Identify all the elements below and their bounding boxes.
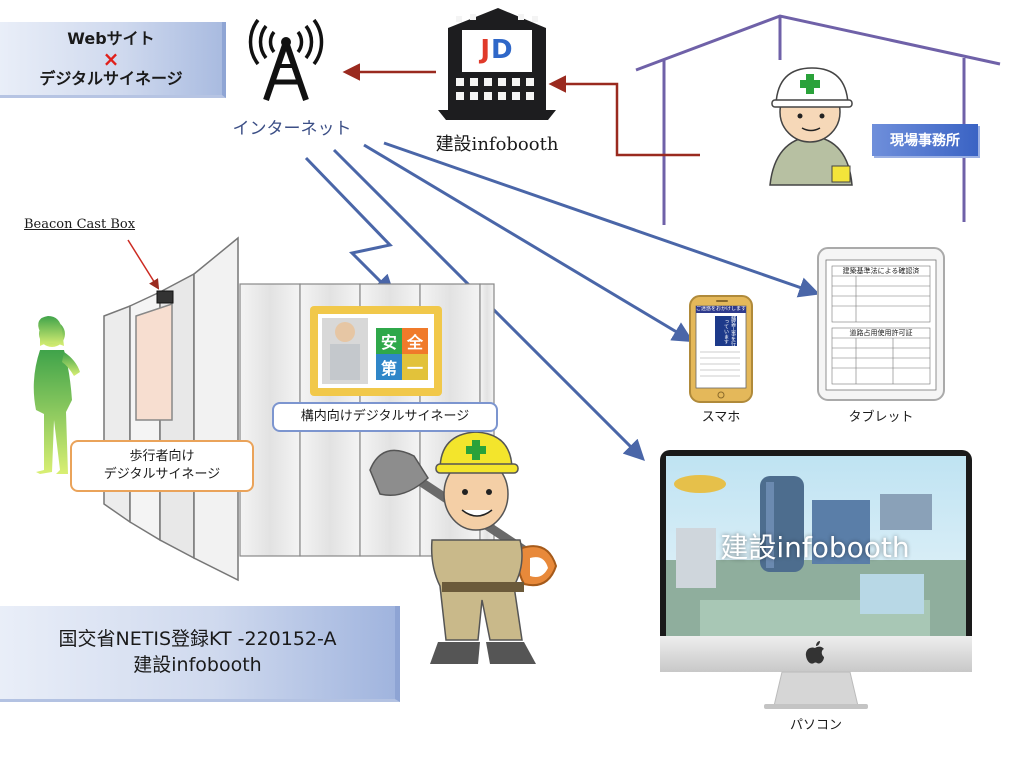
pedestrian-signage-label: 歩行者向け デジタルサイネージ xyxy=(70,440,254,492)
premises-signage-label: 構内向けデジタルサイネージ xyxy=(272,402,498,432)
tablet-doc-title-2: 道路占用使用許可証 xyxy=(849,329,913,337)
poster-char-2: 全 xyxy=(406,333,423,352)
title-line-2: デジタルサイネージ xyxy=(39,68,183,88)
pedestrian-signage-line-2: デジタルサイネージ xyxy=(103,467,221,482)
jd-logo: J D xyxy=(468,32,526,68)
imac-computer xyxy=(660,450,972,709)
safety-poster xyxy=(310,306,442,396)
beacon-cast-box-label: Beacon Cast Box xyxy=(24,217,136,232)
smartphone-device xyxy=(689,295,753,403)
poster-char-3: 第 xyxy=(380,359,397,378)
infobooth-label: 建設infobooth xyxy=(435,134,559,155)
antenna-tower-icon xyxy=(248,18,324,101)
netis-line-1: 国交省NETIS登録KT -220152-A xyxy=(58,627,337,650)
construction-worker-illustration xyxy=(369,431,558,664)
poster-char-1: 安 xyxy=(380,333,397,352)
netis-line-2: 建設infobooth xyxy=(133,653,262,676)
pc-label: パソコン xyxy=(789,718,842,733)
beacon-pointer-arrow xyxy=(127,239,160,290)
poster-text: 安 全 第 一 xyxy=(376,328,428,380)
office-worker-illustration xyxy=(769,67,853,186)
premises-signage-text: 構内向けデジタルサイネージ xyxy=(300,409,470,425)
jd-logo-j: J xyxy=(480,35,492,65)
apple-logo-icon xyxy=(805,641,824,664)
cross-icon: × xyxy=(102,46,120,71)
internet-label: インターネット xyxy=(232,119,352,139)
title-box: Webサイト × デジタルサイネージ xyxy=(0,22,226,98)
beacon-cast-box-device xyxy=(156,290,174,304)
site-office-badge: 現場事務所 xyxy=(872,124,978,156)
pc-screen-title: 建設infobooth xyxy=(720,531,910,564)
tablet-device xyxy=(817,247,945,401)
pedestrian-signage-line-1: 歩行者向け xyxy=(129,449,195,465)
office-to-infobooth-arrow xyxy=(548,75,700,157)
netis-registration-box: 国交省NETIS登録KT -220152-A 建設infobooth xyxy=(0,606,400,702)
jd-logo-d: D xyxy=(491,35,514,65)
smartphone-screen-header: ご迷惑をおかけします xyxy=(696,306,746,312)
smartphone-label: スマホ xyxy=(701,410,741,425)
title-line-1: Webサイト xyxy=(67,28,155,48)
poster-char-4: 一 xyxy=(406,359,423,378)
pedestrian-silhouette xyxy=(33,316,80,474)
tablet-doc-title-1: 建築基準法による確認済 xyxy=(842,267,920,275)
tablet-label: タブレット xyxy=(848,410,914,425)
smartphone-screen-message: 舗装工事を行っています xyxy=(723,316,736,346)
pedestrian-screen xyxy=(135,302,173,421)
jd-building-icon xyxy=(438,8,556,120)
